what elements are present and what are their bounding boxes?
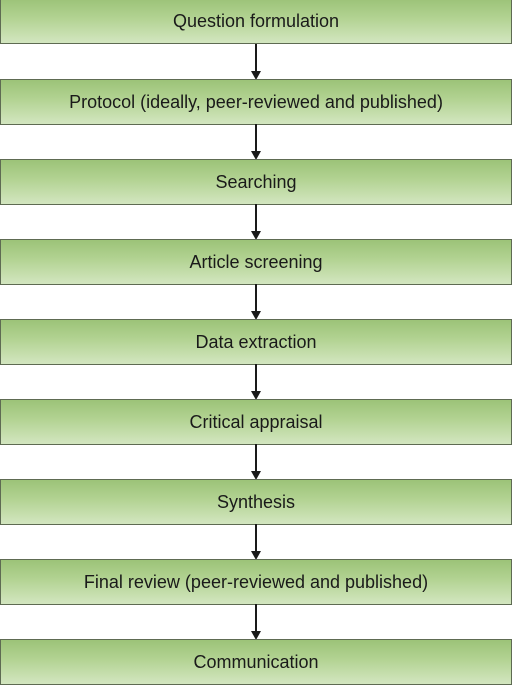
arrow-down-icon bbox=[251, 444, 261, 480]
step-label: Critical appraisal bbox=[189, 411, 323, 432]
step-searching: Searching bbox=[0, 159, 512, 205]
step-label: Article screening bbox=[189, 251, 323, 272]
arrow-down-icon bbox=[251, 204, 261, 240]
step-communication: Communication bbox=[0, 639, 512, 685]
step-final-review: Final review (peer-reviewed and publishe… bbox=[0, 559, 512, 605]
arrow-down-icon bbox=[251, 284, 261, 320]
arrow-down-icon bbox=[251, 524, 261, 560]
step-critical-appraisal: Critical appraisal bbox=[0, 399, 512, 445]
step-label: Protocol (ideally, peer-reviewed and pub… bbox=[69, 91, 443, 112]
arrow-down-icon bbox=[251, 604, 261, 640]
arrow-down-icon bbox=[251, 124, 261, 160]
step-label: Communication bbox=[193, 651, 319, 672]
step-protocol: Protocol (ideally, peer-reviewed and pub… bbox=[0, 79, 512, 125]
step-question-formulation: Question formulation bbox=[0, 0, 512, 44]
arrow-down-icon bbox=[251, 44, 261, 80]
step-label: Searching bbox=[215, 171, 297, 192]
step-data-extraction: Data extraction bbox=[0, 319, 512, 365]
arrow-down-icon bbox=[251, 364, 261, 400]
step-label: Final review (peer-reviewed and publishe… bbox=[83, 571, 429, 592]
step-label: Synthesis bbox=[216, 491, 296, 512]
step-label: Question formulation bbox=[172, 10, 340, 31]
step-synthesis: Synthesis bbox=[0, 479, 512, 525]
step-article-screening: Article screening bbox=[0, 239, 512, 285]
step-label: Data extraction bbox=[195, 331, 317, 352]
